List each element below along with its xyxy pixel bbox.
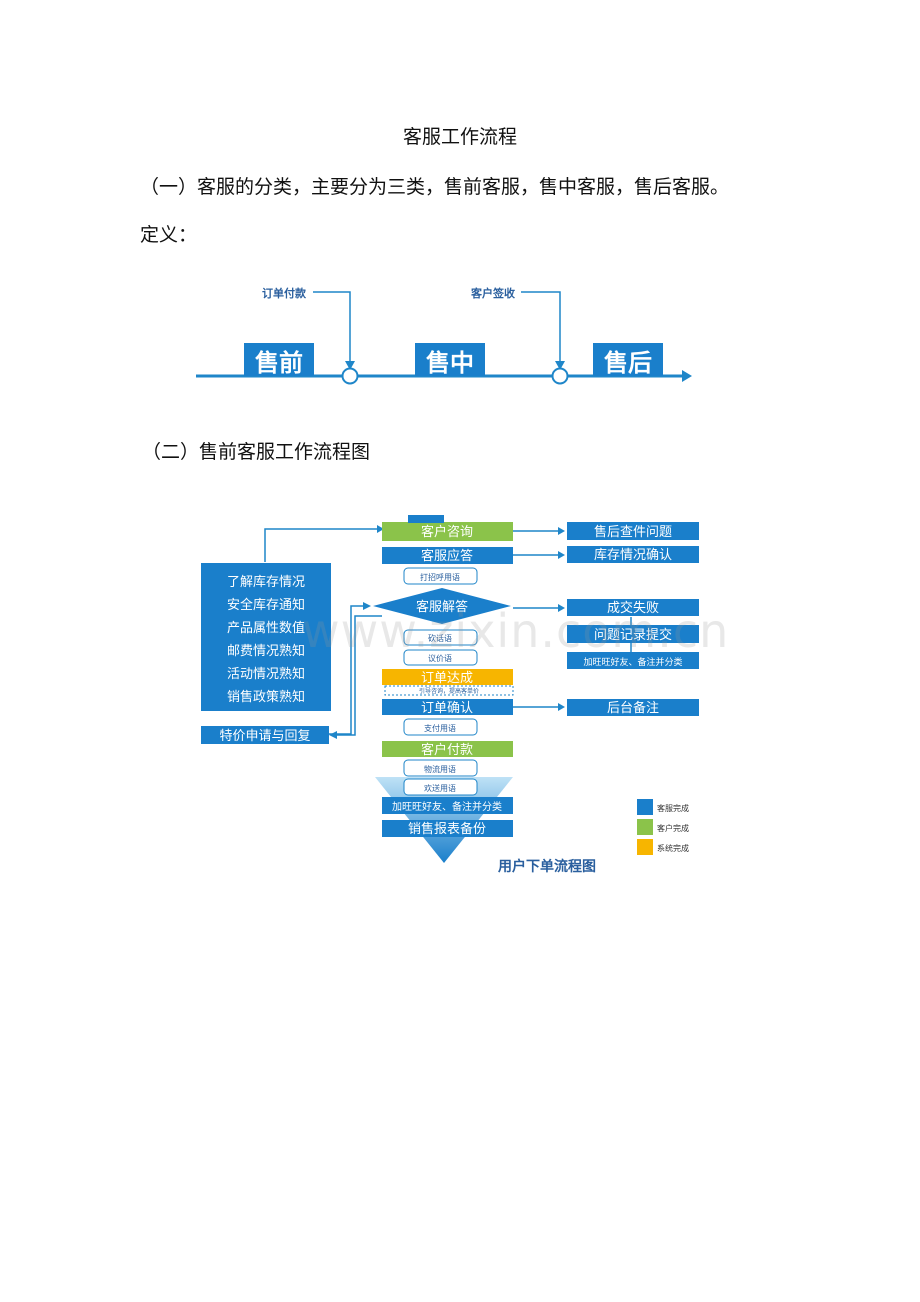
legend-swatch: [637, 819, 653, 835]
step-solve: 客服解答: [416, 599, 468, 615]
legend-label: 系统完成: [657, 843, 689, 853]
legend-label: 客户完成: [657, 823, 689, 833]
phrase-bargain: 砍话语: [428, 633, 452, 643]
left-bottom-item: 特价申请与回复: [219, 729, 310, 744]
stage-presale: 售前: [255, 349, 303, 377]
phrase-price: 议价语: [428, 653, 452, 663]
step-answer: 客服应答: [421, 548, 473, 564]
legend-swatch: [637, 799, 653, 815]
phrase-greeting: 打招呼用语: [420, 572, 460, 582]
right-backend: 后台备注: [607, 700, 659, 716]
right-stock: 库存情况确认: [594, 547, 672, 563]
left-item: 活动情况熟知: [227, 666, 305, 682]
right-record: 问题记录提交: [594, 627, 672, 643]
watermark: www.zixin.com.cn: [302, 604, 730, 658]
right-add-friend: 加旺旺好友、备注并分类: [583, 656, 682, 668]
phrase-pay: 支付用语: [424, 723, 456, 733]
document-title: 客服工作流程: [402, 126, 517, 148]
stage-timeline: 订单付款 客户签收 售前 售中 售后: [196, 286, 692, 385]
stage-aftersale: 售后: [604, 349, 652, 377]
step-deal: 订单达成: [421, 671, 473, 686]
section-1-text: （一）客服的分类，主要分为三类，售前客服，售中客服，售后客服。: [140, 176, 730, 198]
left-item: 销售政策熟知: [227, 689, 305, 705]
step-pay: 客户付款: [421, 742, 473, 758]
step-consult: 客户咨询: [421, 524, 473, 540]
phrase-logistics: 物流用语: [424, 764, 456, 774]
milestone-order-payment: 订单付款: [262, 286, 307, 300]
legend-swatch: [637, 839, 653, 855]
step-confirm: 订单确认: [421, 701, 473, 716]
phrase-welcome: 欢送用语: [424, 783, 456, 793]
left-item: 了解库存情况: [227, 574, 305, 590]
left-item: 邮费情况熟知: [227, 643, 305, 659]
left-item: 安全库存通知: [227, 597, 305, 613]
left-item: 产品属性数值: [227, 620, 305, 636]
definition-label: 定义：: [140, 224, 198, 246]
right-fail: 成交失败: [607, 600, 659, 616]
right-aftersale: 售后查件问题: [594, 524, 672, 540]
order-flowchart: 了解库存情况 安全库存通知 产品属性数值 邮费情况熟知 活动情况熟知 销售政策熟…: [201, 515, 699, 875]
section-2-text: （二）售前客服工作流程图: [142, 441, 371, 463]
step-add-friend: 加旺旺好友、备注并分类: [392, 800, 502, 813]
stage-insale: 售中: [426, 349, 474, 377]
diagram-title: 用户下单流程图: [498, 858, 596, 875]
deal-note: 引导咨询，提高客单价: [419, 687, 479, 695]
milestone-customer-signoff: 客户签收: [470, 286, 515, 300]
step-report: 销售报表备份: [408, 821, 486, 837]
legend-label: 客服完成: [657, 803, 689, 813]
